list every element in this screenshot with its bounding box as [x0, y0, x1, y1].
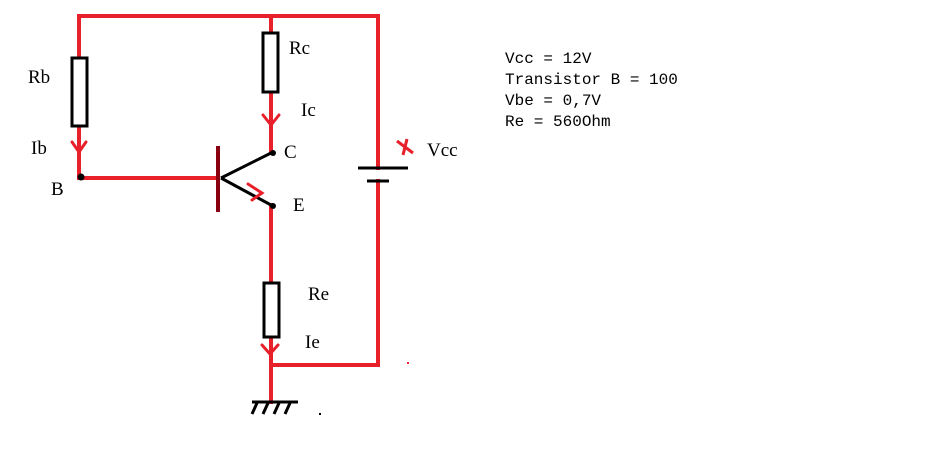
label-c: C	[284, 142, 297, 163]
label-ie: Ie	[305, 332, 320, 353]
note-vbe: Vbe = 0,7V	[505, 92, 601, 110]
ic-arrow-icon	[261, 113, 281, 128]
ib-arrow-icon	[70, 140, 88, 155]
stray-dot-2	[319, 413, 321, 415]
label-ic: Ic	[301, 100, 316, 121]
label-rb: Rb	[28, 67, 50, 88]
battery-symbol	[358, 166, 408, 183]
resistor-rb	[70, 56, 89, 128]
emitter-arrow-icon	[246, 182, 265, 202]
note-transistor-beta: Transistor B = 100	[505, 71, 678, 89]
ie-arrow-icon	[260, 343, 280, 357]
note-re: Re = 560Ohm	[505, 113, 611, 131]
ground-icon	[250, 400, 298, 415]
label-e: E	[293, 195, 305, 216]
current-arrows	[70, 113, 281, 357]
plus-icon	[396, 138, 414, 156]
label-rc: Rc	[289, 38, 310, 59]
wires	[77, 14, 380, 404]
base-dot	[77, 173, 85, 181]
resistor-rc	[261, 31, 280, 94]
collector-lead	[220, 151, 272, 180]
emitter-lead	[220, 176, 272, 207]
label-b: B	[51, 179, 64, 200]
note-vcc: Vcc = 12V	[505, 50, 592, 68]
collector-dot	[270, 150, 276, 156]
label-vcc: Vcc	[427, 140, 458, 161]
transistor-symbol	[77, 146, 276, 212]
label-ib: Ib	[31, 138, 47, 159]
emitter-dot	[270, 203, 276, 209]
resistor-re	[262, 281, 281, 339]
label-re: Re	[308, 284, 329, 305]
stray-dot	[407, 362, 409, 364]
